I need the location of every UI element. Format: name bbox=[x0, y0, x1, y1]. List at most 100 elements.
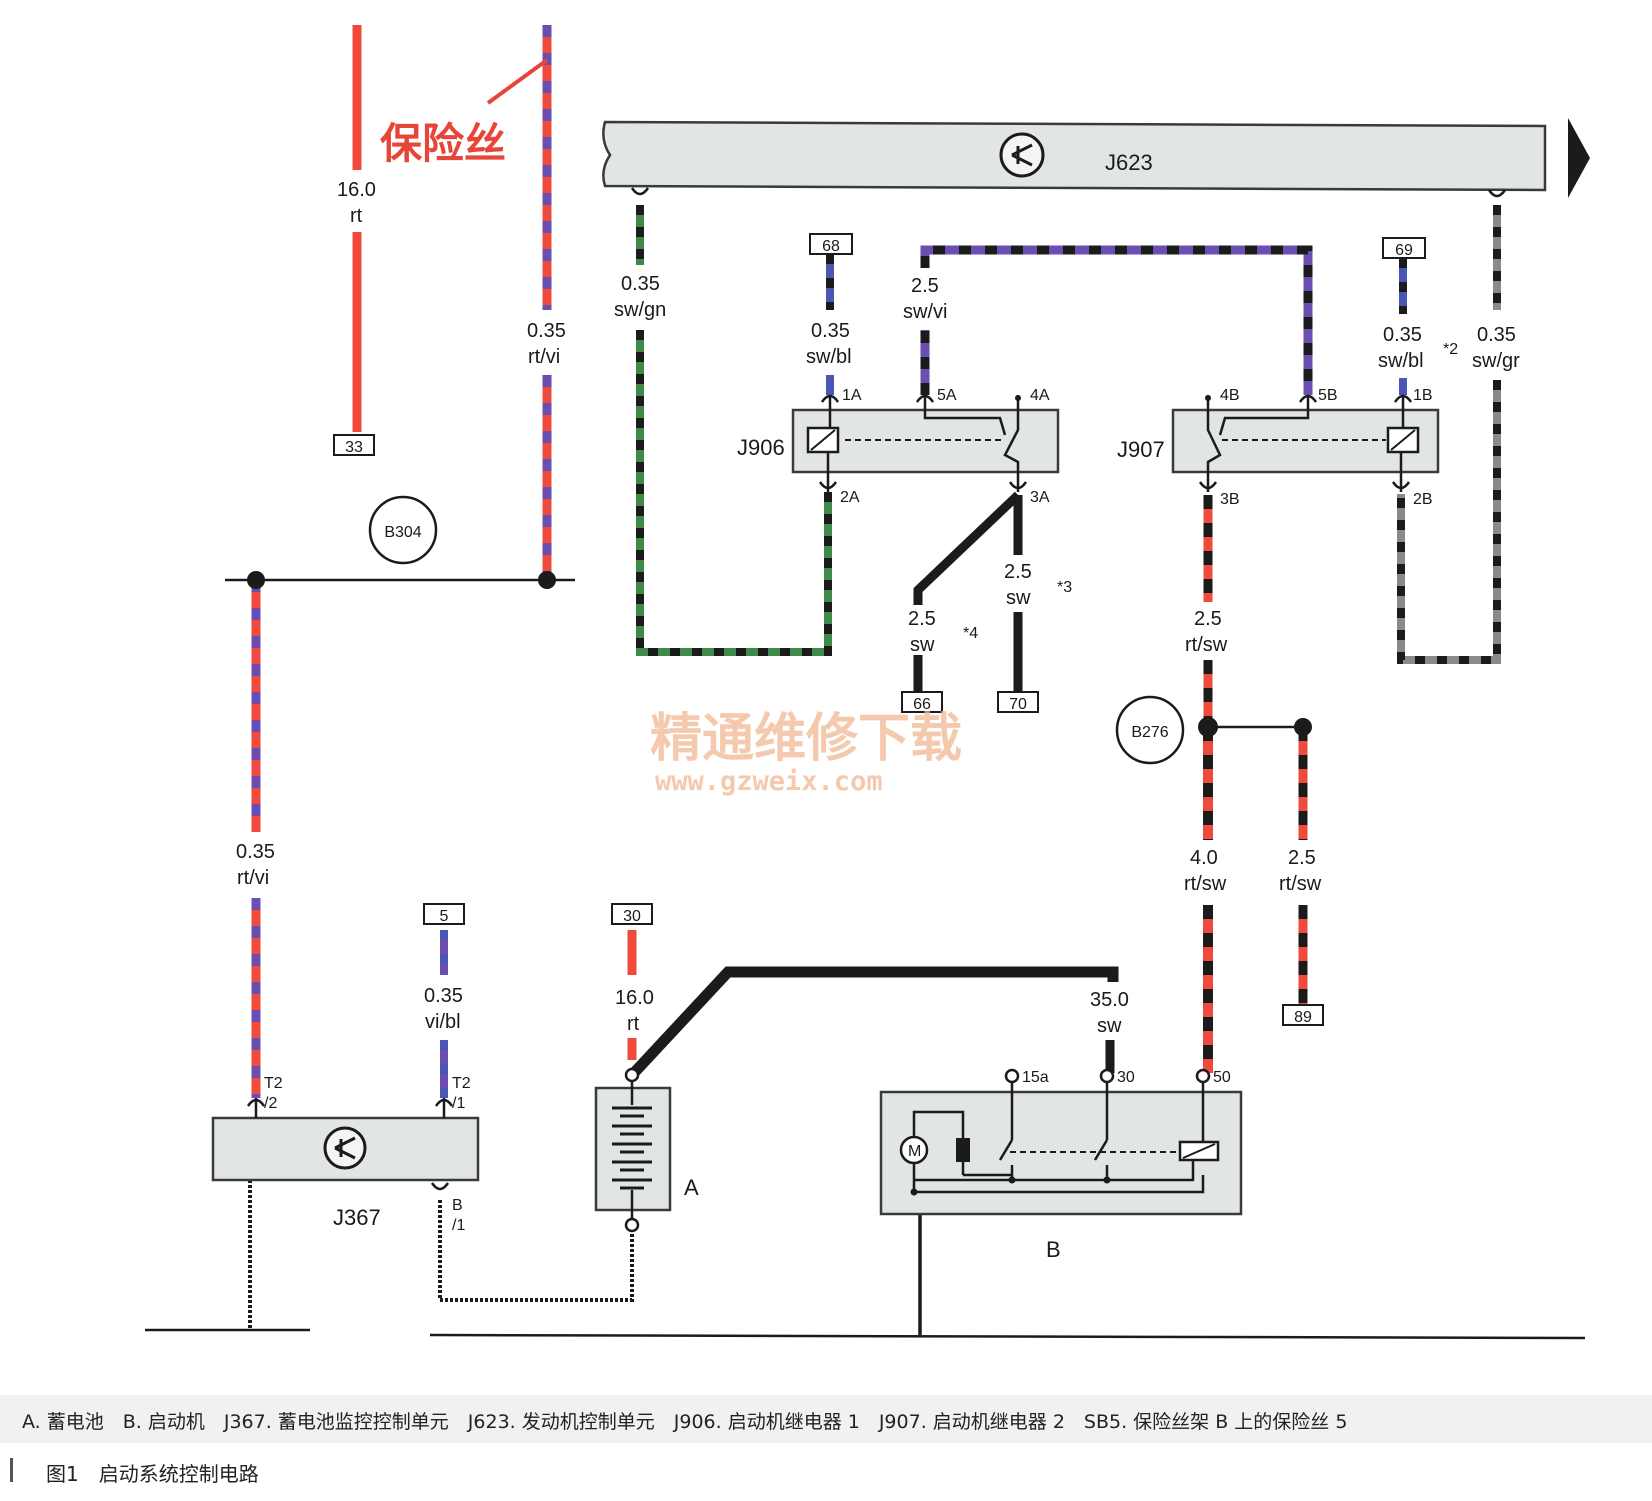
j907-pin-3b: 3B bbox=[1220, 491, 1240, 508]
j907-label: J907 bbox=[1117, 437, 1165, 462]
wire-label-035-vibl-color: vi/bl bbox=[425, 1011, 461, 1033]
starter-circuit-diagram: 保险丝 J623 J906 1A 5A 4A 2A 3A J9 bbox=[145, 25, 1590, 1340]
j907-pin-4b: 4B bbox=[1220, 387, 1240, 404]
battery-label: A bbox=[684, 1175, 699, 1200]
svg-text:68: 68 bbox=[822, 238, 840, 255]
wire-label-25-swvi-size: 2.5 bbox=[911, 275, 939, 297]
terminal-box-89: 89 bbox=[1282, 1004, 1324, 1026]
b276-label: B276 bbox=[1131, 724, 1168, 741]
j367-pin-t2-1a: T2 bbox=[452, 1075, 471, 1092]
motor-symbol: M bbox=[908, 1143, 921, 1160]
wire-25-sw-66 bbox=[913, 491, 1022, 605]
wire-label-16-rt-top-color: rt bbox=[350, 205, 363, 227]
j907-pin-5b: 5B bbox=[1318, 387, 1338, 404]
j623-module: J623 bbox=[602, 118, 1590, 198]
j906-label: J906 bbox=[737, 435, 785, 460]
j623-continuation-arrow bbox=[1568, 118, 1590, 198]
j623-pin-left bbox=[630, 187, 650, 196]
starter-b: M 15a 30 50 B bbox=[879, 1068, 1243, 1262]
wire-label-035-swbl-69-color: sw/bl bbox=[1378, 350, 1424, 372]
j906-pin-5a: 5A bbox=[937, 387, 957, 404]
caption-marker bbox=[10, 1458, 13, 1482]
wire-label-25-swvi-color: sw/vi bbox=[903, 301, 947, 323]
starter-label: B bbox=[1046, 1237, 1061, 1262]
j906-pin-4a: 4A bbox=[1030, 387, 1050, 404]
j623-label: J623 bbox=[1105, 150, 1153, 175]
wire-label-035-vibl-size: 0.35 bbox=[424, 985, 463, 1007]
wire-label-25-sw-66-color: sw bbox=[910, 634, 935, 656]
wire-label-350-sw-color: sw bbox=[1097, 1015, 1122, 1037]
svg-text:89: 89 bbox=[1294, 1009, 1312, 1026]
wire-label-16-rt-low-color: rt bbox=[627, 1013, 640, 1035]
j907-relay: J907 4B 5B 1B 3B 2B bbox=[1117, 387, 1440, 508]
starter-pin-15a: 15a bbox=[1022, 1069, 1049, 1086]
j367-module: J367 T2 /2 T2 /1 B /1 bbox=[211, 1075, 480, 1234]
ground-bus-right bbox=[429, 1333, 1586, 1340]
terminal-box-66: 66 bbox=[901, 691, 943, 713]
j367-pin-t2-2a: T2 bbox=[264, 1075, 283, 1092]
wire-label-25-rtsw-b276-color: rt/sw bbox=[1185, 634, 1228, 656]
svg-text:33: 33 bbox=[345, 439, 363, 456]
fuse-annotation-pointer bbox=[486, 58, 549, 105]
wire-035-swgn bbox=[636, 205, 832, 656]
legend-bar bbox=[0, 1395, 1652, 1443]
watermark-url: www.gzweix.com bbox=[655, 766, 883, 797]
j906-pin-1a: 1A bbox=[842, 387, 862, 404]
footnote-3: *3 bbox=[1057, 579, 1072, 596]
svg-text:70: 70 bbox=[1009, 696, 1027, 713]
j367-pin-b1b: /1 bbox=[452, 1217, 465, 1234]
wire-label-25-sw-66-size: 2.5 bbox=[908, 608, 936, 630]
wire-label-035-rtvi-low-size: 0.35 bbox=[236, 841, 275, 863]
wire-label-035-swbl-68-color: sw/bl bbox=[806, 346, 852, 368]
wire-label-035-rtvi-top-color: rt/vi bbox=[528, 346, 560, 368]
j367-pin-t2-2b: /2 bbox=[264, 1095, 277, 1112]
footnote-2: *2 bbox=[1443, 341, 1458, 358]
starter-pin-30: 30 bbox=[1117, 1069, 1135, 1086]
wire-label-350-sw-size: 35.0 bbox=[1090, 989, 1129, 1011]
j623-pin-right bbox=[1487, 189, 1507, 198]
wire-label-25-sw-70-color: sw bbox=[1006, 587, 1031, 609]
j907-pin4b-dot bbox=[1205, 395, 1211, 401]
wire-label-035-swgn-size: 0.35 bbox=[621, 273, 660, 295]
terminal-box-5: 5 bbox=[423, 903, 465, 925]
terminal-box-30: 30 bbox=[611, 903, 653, 925]
svg-text:5: 5 bbox=[440, 908, 449, 925]
wire-label-035-rtvi-top-size: 0.35 bbox=[527, 320, 566, 342]
b276-junction-right bbox=[1294, 718, 1312, 736]
watermark-title: 精通维修下载 bbox=[650, 708, 962, 769]
b304-junction-left bbox=[247, 571, 265, 589]
j367-pin-t2-1b: /1 bbox=[452, 1095, 465, 1112]
wire-label-25-rtsw-89-color: rt/sw bbox=[1279, 873, 1322, 895]
wire-25-swvi bbox=[920, 245, 1313, 395]
j367-label: J367 bbox=[333, 1205, 381, 1230]
starter-pin-50: 50 bbox=[1213, 1069, 1231, 1086]
footnote-4: *4 bbox=[963, 625, 978, 642]
ecu-symbol-icon-j367 bbox=[334, 1136, 356, 1160]
wire-label-035-swbl-68-size: 0.35 bbox=[811, 320, 850, 342]
svg-text:69: 69 bbox=[1395, 242, 1413, 259]
wire-label-25-rtsw-b276-size: 2.5 bbox=[1194, 608, 1222, 630]
wire-035-swgr bbox=[1397, 205, 1501, 664]
wire-label-40-rtsw-size: 4.0 bbox=[1190, 847, 1218, 869]
b304-label: B304 bbox=[384, 524, 421, 541]
figure-caption: 图1 启动系统控制电路 bbox=[46, 1462, 259, 1486]
wire-350-sw bbox=[627, 966, 1119, 1079]
b276-circle bbox=[1115, 695, 1185, 765]
fuse-annotation: 保险丝 bbox=[380, 119, 506, 168]
terminal-box-69: 69 bbox=[1382, 237, 1426, 259]
wire-label-035-rtvi-low-color: rt/vi bbox=[237, 867, 269, 889]
wire-label-035-swbl-69-size: 0.35 bbox=[1383, 324, 1422, 346]
svg-text:66: 66 bbox=[913, 696, 931, 713]
legend-text: A. 蓄电池 B. 启动机 J367. 蓄电池监控控制单元 J623. 发动机控… bbox=[22, 1411, 1348, 1433]
j906-relay: J906 1A 5A 4A 2A 3A bbox=[737, 387, 1060, 506]
wire-label-25-rtsw-89-size: 2.5 bbox=[1288, 847, 1316, 869]
wire-label-16-rt-low-size: 16.0 bbox=[615, 987, 654, 1009]
wire-label-40-rtsw-color: rt/sw bbox=[1184, 873, 1227, 895]
terminal-box-33: 33 bbox=[333, 434, 375, 456]
wire-label-16-rt-top-size: 16.0 bbox=[337, 179, 376, 201]
j906-pin4a-dot bbox=[1015, 395, 1021, 401]
j907-pin-2b: 2B bbox=[1413, 491, 1433, 508]
j906-pin-2a: 2A bbox=[840, 489, 860, 506]
battery-a: A bbox=[594, 1067, 699, 1233]
b304-circle bbox=[368, 495, 438, 565]
